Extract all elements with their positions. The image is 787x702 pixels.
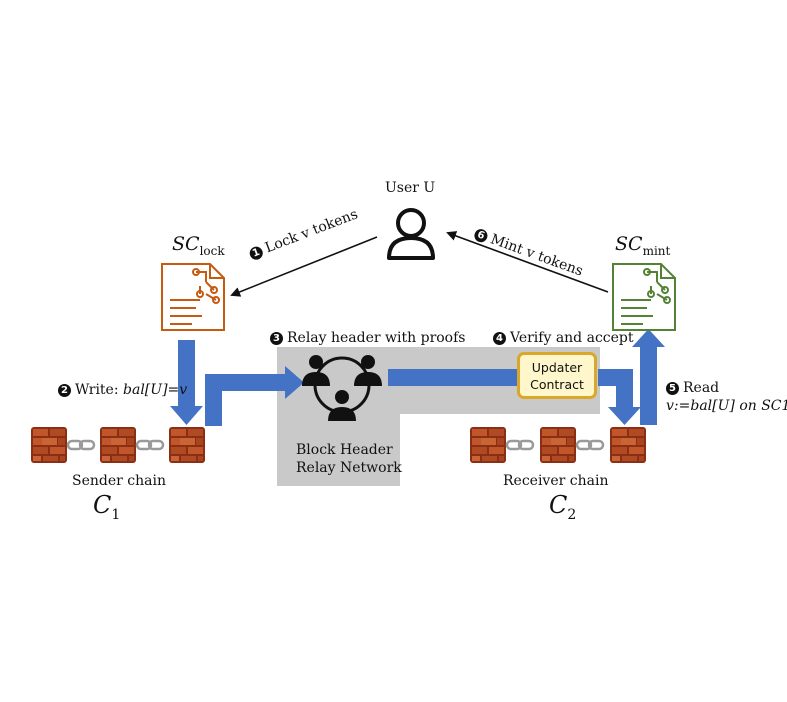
- arrow-mint: [446, 231, 609, 293]
- updater-line-2: Contract: [530, 376, 584, 392]
- flow-arrow-receiver-to-mint: [632, 329, 665, 425]
- updater-contract-box: Updater Contract: [517, 352, 597, 399]
- user-icon: [387, 208, 435, 260]
- flow-arrow-lock-to-sender: [170, 340, 203, 425]
- sc-lock-label: SClock: [172, 233, 225, 258]
- receiver-chain-blocks: [470, 427, 646, 463]
- sender-chain-symbol: C1: [93, 491, 121, 523]
- receiver-chain-symbol: C2: [549, 491, 577, 523]
- arrow-lock: [230, 236, 378, 297]
- flow-arrow-relay-to-updater: [388, 369, 517, 386]
- flow-arrow-sender-to-relay: [205, 366, 304, 426]
- flow-arrow-updater-to-receiver: [598, 369, 641, 425]
- sender-chain-blocks: [31, 427, 205, 463]
- relay-network-icon: [302, 355, 382, 421]
- user-label: User U: [385, 180, 436, 196]
- step-5-detail: v:=bal[U] on SC1: [666, 398, 787, 414]
- lock-contract-icon: [161, 263, 225, 331]
- relay-network-label: Block Header Relay Network: [296, 442, 402, 476]
- updater-line-1: Updater: [531, 359, 583, 375]
- receiver-chain-label: Receiver chain: [503, 473, 609, 489]
- sender-chain-label: Sender chain: [72, 473, 166, 489]
- mint-contract-icon: [612, 263, 676, 331]
- sc-mint-label: SCmint: [615, 233, 671, 258]
